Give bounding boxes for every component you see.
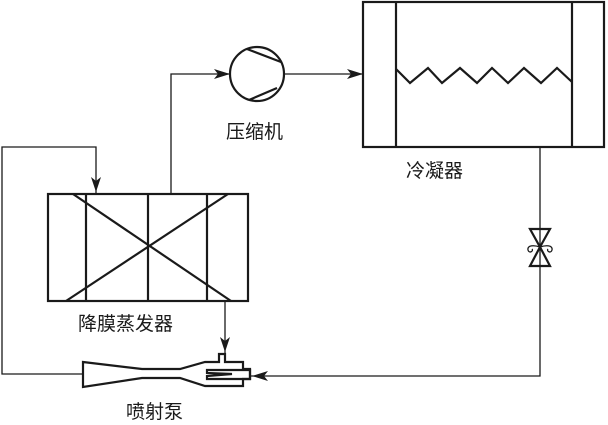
valve-left-curl [527, 245, 541, 253]
evaporator-label: 降膜蒸发器 [78, 313, 173, 335]
condenser-coil [395, 66, 573, 85]
compressor-upper-blade [246, 47, 282, 64]
arrow-into-evaporator [91, 177, 101, 192]
pipe-condenser-to-ejector [250, 147, 541, 377]
condenser-label: 冷凝器 [406, 160, 463, 182]
compressor-circle [228, 45, 286, 103]
condenser [361, 0, 606, 149]
ejector-label: 喷射泵 [126, 401, 183, 423]
arrow-into-ejector-nozzle [252, 371, 268, 381]
pipe-ejector-to-evaporator [1, 146, 97, 375]
arrow-into-condenser [347, 69, 363, 79]
condenser-outer-box [361, 0, 606, 149]
valve-right-curl [539, 245, 553, 253]
pipes [1, 69, 541, 381]
compressor-lower-blade [248, 86, 278, 102]
evaporator-cross-line-1 [72, 193, 232, 302]
ejector [81, 352, 252, 389]
ejector-nozzle [205, 368, 252, 381]
arrow-into-ejector-suction [220, 337, 230, 352]
arrow-into-compressor [214, 69, 230, 79]
evaporator [46, 192, 250, 303]
pipe-evaporator-to-compressor [170, 73, 230, 194]
compressor [228, 45, 286, 103]
compressor-label: 压缩机 [226, 121, 283, 143]
evaporator-cross-line-2 [65, 193, 229, 302]
